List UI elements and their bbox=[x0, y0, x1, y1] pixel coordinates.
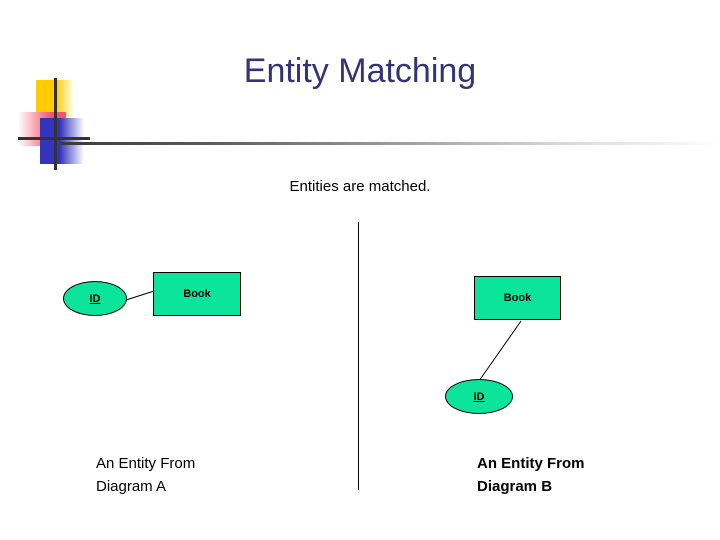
connector-b-book-to-id bbox=[478, 320, 522, 382]
slide-subtitle: Entities are matched. bbox=[289, 178, 431, 195]
logo-vertical-line bbox=[54, 78, 57, 170]
slide-title: Entity Matching bbox=[243, 52, 477, 90]
diagram-b-attribute-id[interactable]: ID bbox=[445, 379, 513, 414]
diagram-a-entity-book[interactable]: Book bbox=[153, 272, 241, 316]
logo-horizontal-line bbox=[18, 137, 90, 140]
design-accent-logo bbox=[18, 78, 90, 170]
diagram-a-caption: An Entity From Diagram A bbox=[96, 455, 196, 495]
diagram-b-entity-book[interactable]: Book bbox=[474, 276, 561, 320]
diagram-a-entity-label: Book bbox=[183, 288, 211, 300]
diagram-b-attribute-label: ID bbox=[473, 390, 485, 403]
diagram-a-attribute-id[interactable]: ID bbox=[63, 281, 127, 316]
connector-a-id-to-book bbox=[125, 290, 155, 301]
logo-blue-block bbox=[40, 118, 84, 164]
diagram-b-entity-label: Book bbox=[503, 292, 532, 304]
title-divider-rule bbox=[60, 142, 720, 145]
diagram-separator-line bbox=[358, 222, 359, 490]
diagram-a-attribute-label: ID bbox=[89, 292, 101, 305]
diagram-b-caption: An Entity From Diagram B bbox=[477, 455, 585, 495]
